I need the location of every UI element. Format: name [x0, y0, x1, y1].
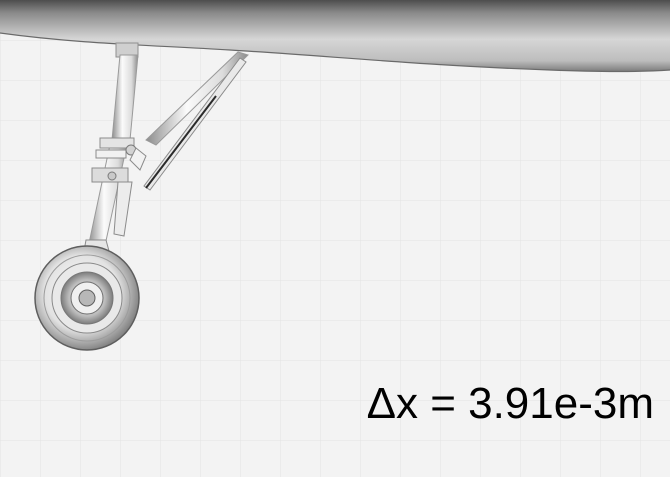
drag-brace [145, 51, 249, 146]
fuselage-edge [0, 32, 670, 73]
torque-links [91, 137, 147, 237]
fuselage [0, 0, 670, 72]
brace-shadow-line [145, 95, 217, 189]
wheel [34, 245, 140, 351]
displacement-annotation: Δx = 3.91e-3m [366, 379, 654, 428]
